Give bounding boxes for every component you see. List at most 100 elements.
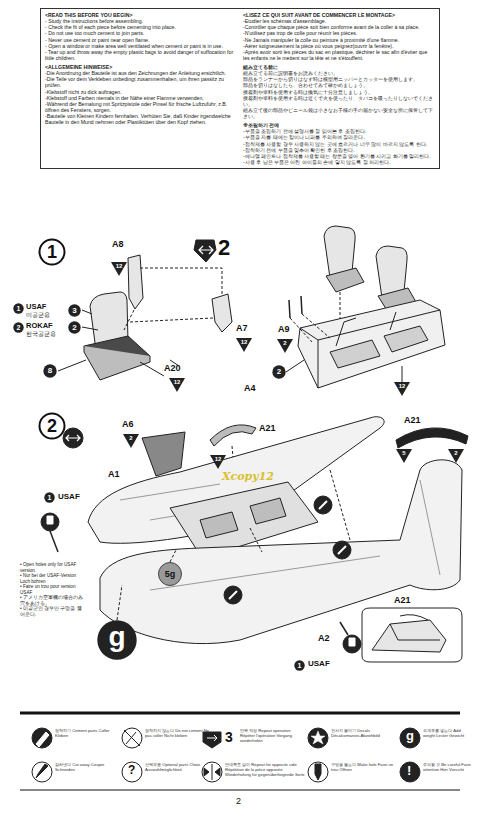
callout-shape	[43, 364, 56, 377]
part-label: A7	[236, 324, 248, 334]
warning-text: - Check the fit of each piece before cem…	[45, 24, 237, 30]
callout-text: 12	[215, 456, 222, 462]
part-label: A1	[108, 470, 120, 480]
callout-text: 1	[298, 662, 302, 669]
warning-text: -Etudier les schémas d'assemblage.	[243, 18, 435, 24]
callout-number: 2	[272, 365, 286, 379]
legend-text: 전사지 붙이기 Decals Décalcomanies Abziehbild	[331, 729, 397, 739]
callout-text: 2	[277, 368, 281, 376]
warning-text: - Never use cement or paint near open fl…	[45, 37, 237, 43]
callout-text: 2	[454, 450, 457, 456]
part-label: 미공군용	[26, 312, 50, 318]
callout-text: 5	[402, 450, 405, 456]
callout-number: 1	[13, 303, 24, 314]
step-number: 1	[38, 238, 66, 266]
version-note: • Nur bei der USAF-Version Loch bohren	[20, 573, 84, 584]
callout-text: g	[108, 623, 125, 651]
leader	[124, 310, 134, 330]
warning-text: -Die Teile vor dem Verkleben unbedingt z…	[45, 76, 237, 88]
part-label: A8	[112, 240, 124, 250]
warning-text: -부품을 자를 때에는 칼이나 니퍼를 주의하여 잘라준다.	[243, 134, 435, 140]
legend-icon	[122, 728, 142, 748]
text-column: <LISEZ CE QUI SUIT AVANT DE COMMENCER LE…	[243, 12, 435, 165]
section-heading: 組み立てる前に	[243, 64, 435, 70]
callout-text: 12	[241, 339, 248, 345]
weight-callout: 5g	[158, 562, 182, 586]
callout-shape	[277, 339, 293, 353]
warning-text: - Study the instructions before assembli…	[45, 18, 237, 24]
warning-text: -Klebstoff und Farben niemals in der Näh…	[45, 95, 237, 101]
warning-text: -Bauteile von Kleinen Kindern fernhalten…	[45, 113, 237, 125]
callout-shape	[396, 449, 412, 463]
part-label: ROKAF	[26, 322, 53, 330]
legend-icon	[308, 728, 328, 748]
section-heading: <READ THIS BEFORE YOU BEGIN>	[45, 12, 237, 18]
warning-text: -접착제를 사용할 경우 사용하지 않는 곳에 흐르거나 너무 많이 바르지 않…	[243, 141, 435, 147]
warning-text: -Klebstoff nicht zu dick auftragen.	[45, 89, 237, 95]
callout-shape	[40, 240, 65, 265]
legend-text: 접착하기 Cement parts Coller Kleben	[55, 729, 121, 739]
part-label: A21	[394, 596, 411, 606]
control-stick	[289, 296, 302, 318]
callout-number: 3	[68, 304, 81, 317]
warning-text: -Die Anordnung der Bauteile ist aus den …	[45, 70, 237, 76]
warning-text: -Contrôler que chaque pièce soit bien co…	[243, 24, 435, 30]
part-label: USAF	[308, 660, 330, 669]
section-heading: <ALLGEMEINE HINWEISE>	[45, 64, 237, 70]
callout-shape	[13, 322, 23, 332]
warning-text: 組み立て後の部品やビニール袋は小さなお子様の手の届かない安全な所に保管して下さい…	[243, 107, 435, 119]
callout-shape	[394, 382, 410, 396]
callout-number: 1	[294, 660, 305, 671]
warning-text: -부품을 조립하기 전에 설명서를 잘 읽어본 후 조립한다.	[243, 128, 435, 134]
callout-shape	[448, 449, 464, 463]
warning-text: -N'utilisez pas trop de colle pour réuni…	[243, 30, 435, 36]
part-label: g	[406, 729, 414, 743]
warning-text: - Open a window or make area well ventil…	[45, 43, 237, 49]
color-callout: 12	[236, 338, 252, 352]
note-box: • Open holes only for USAF version.• Nur…	[20, 562, 84, 617]
callout-text: 2	[72, 324, 76, 332]
side-plate	[128, 255, 143, 309]
part-label: !	[407, 764, 411, 778]
legend-icon	[202, 762, 222, 782]
cockpit-tub	[298, 300, 445, 388]
leader	[130, 318, 213, 322]
part-label: USAF	[58, 493, 80, 502]
part-label: ?	[128, 764, 135, 777]
callout-text: 2	[47, 417, 57, 435]
legend-icon	[400, 728, 420, 748]
color-callout: 12	[111, 262, 127, 276]
callout-number: 8	[43, 364, 57, 378]
instrument-panel	[142, 432, 185, 476]
warning-text: 部品をランナーから切りはなす時は模型用ニッパーとカッターを使用します。	[243, 76, 435, 82]
callout-shape	[123, 434, 139, 448]
callout-text: 2	[17, 324, 21, 331]
color-callout: 12	[394, 382, 410, 396]
warning-text: - Tear up and throw away the empty plast…	[45, 49, 237, 61]
warning-text: 接着剤や塗料を使用する時は換気に十分注意しましょう。	[243, 89, 435, 95]
warning-text: 組み立てる前に説明書をお読みください。	[243, 70, 435, 76]
part-label: A20	[164, 364, 181, 374]
callout-text: 12	[399, 383, 406, 389]
warning-text: -에나멜 페인트나 접착제를 사용할 때는 창문을 열어 환기를 시키고 화기를…	[243, 153, 435, 159]
legend-icon	[308, 762, 328, 782]
callout-shape	[40, 414, 65, 439]
color-callout: 2	[123, 434, 139, 448]
callout-shape	[294, 660, 304, 670]
mirror-icon	[194, 240, 216, 262]
section-heading: <LISEZ CE QUI SUIT AVANT DE COMMENCER LE…	[243, 12, 435, 18]
part-label: A4	[244, 384, 256, 394]
warning-text: -Aérer soigneusement la pièce où vous pe…	[243, 43, 435, 49]
callout-shape	[68, 304, 80, 316]
part-label: USAF	[26, 303, 46, 311]
warning-text: -Während der Bemalung mit Spritzpistole …	[45, 101, 237, 113]
watermark: Xcopy12	[222, 471, 274, 483]
part-label: A9	[278, 325, 290, 335]
legend-icon	[400, 762, 420, 782]
fuselage-half	[88, 417, 384, 544]
leader	[140, 268, 222, 294]
legend-icon	[122, 762, 142, 782]
callout-text: 5g	[165, 570, 176, 579]
callout-text: 1	[47, 243, 57, 261]
callout-text: 2	[129, 435, 132, 441]
